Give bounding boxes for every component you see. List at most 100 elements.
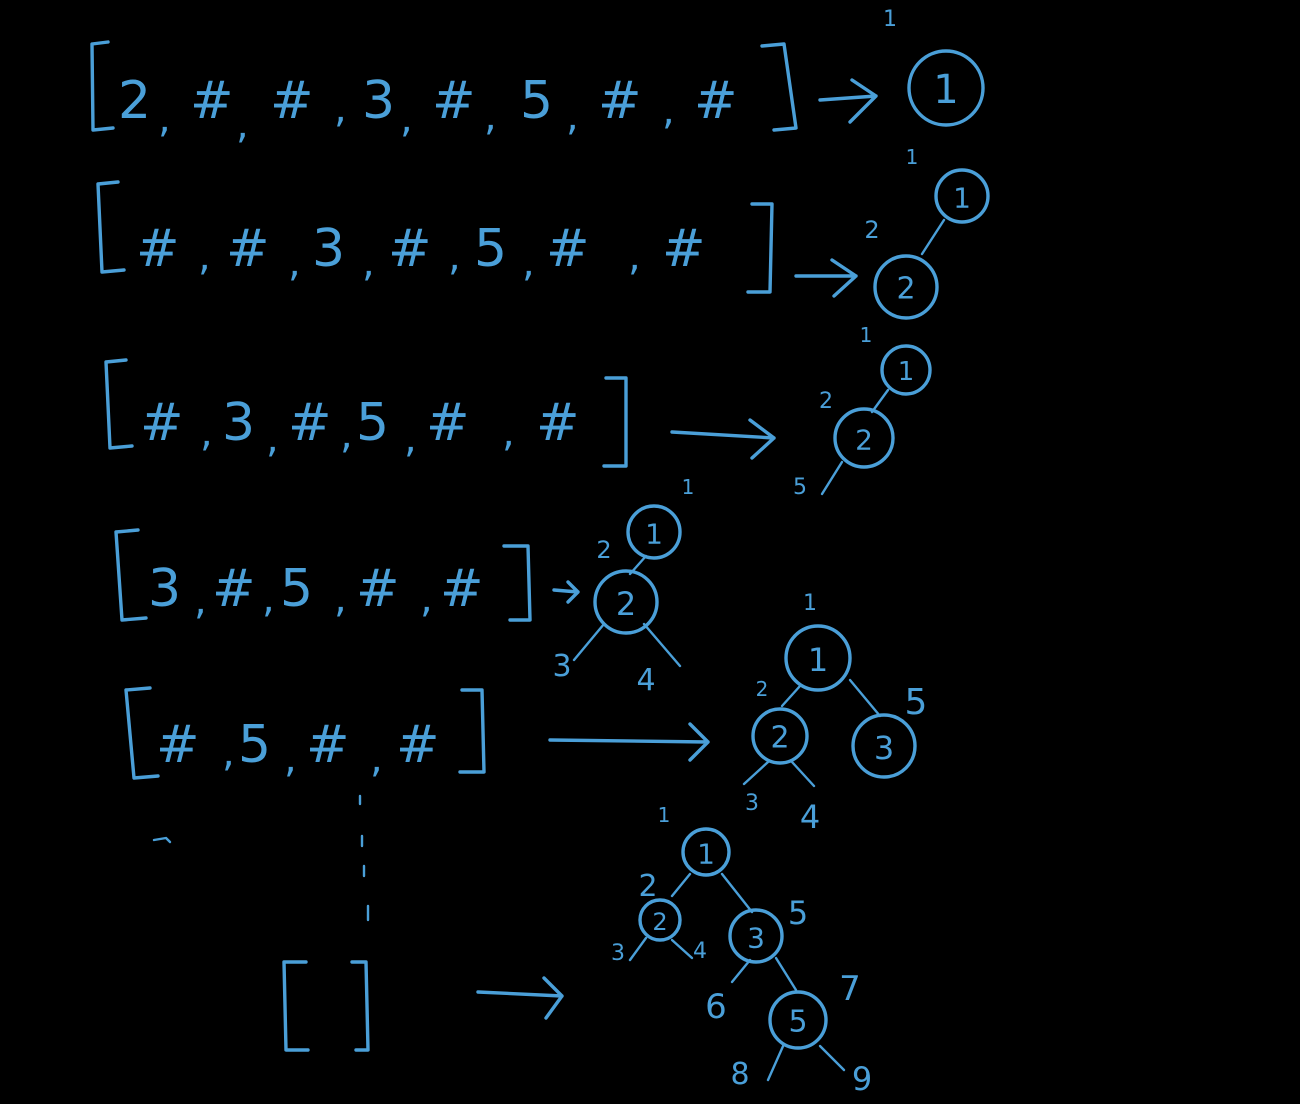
svg-text:5: 5 (788, 1005, 807, 1040)
step-2: # , # , 3 , # , 5 , # , # 1 2 1 2 (96, 145, 990, 320)
list-item: 5 (520, 71, 553, 131)
pending-label: 3 (745, 791, 759, 816)
list-item: 5 (474, 219, 507, 279)
list-comma: , (222, 730, 235, 776)
list-comma: , (502, 410, 515, 456)
list-comma: , (420, 576, 433, 622)
tree-node: 2 (873, 254, 939, 320)
list-item: # (598, 71, 642, 131)
left-bracket (96, 180, 126, 274)
svg-text:1: 1 (933, 67, 958, 113)
node-label: 2 (819, 389, 833, 414)
tree-node: 1 (626, 504, 682, 560)
tree-edge (628, 936, 648, 962)
list-item: # (288, 393, 332, 453)
step-3: # , 3 , # , 5 , # , # 1 2 1 2 5 (104, 323, 932, 500)
tree-node: 2 (593, 569, 659, 635)
svg-text:2: 2 (896, 272, 915, 307)
list-comma: , (198, 234, 211, 280)
step-5: # , 5 , # , # 1 2 3 1 2 (124, 591, 927, 836)
list-comma: , (288, 240, 301, 286)
arrow (552, 580, 580, 604)
list-item: # (226, 219, 270, 279)
tree-node: 1 (681, 827, 731, 877)
pending-label: 6 (705, 987, 727, 1027)
arrow (670, 418, 776, 460)
tree-edge (848, 678, 882, 718)
list-comma: , (334, 86, 347, 132)
node-label: 2 (756, 677, 769, 701)
node-label: 1 (906, 145, 919, 169)
list-comma: , (448, 234, 461, 280)
tree-edge (720, 872, 754, 914)
list-item: 5 (238, 715, 271, 775)
tree-edge (670, 872, 692, 898)
pending-label: 9 (852, 1060, 872, 1098)
svg-text:2: 2 (770, 721, 789, 756)
svg-text:2: 2 (616, 585, 636, 623)
tree: 1 1 (883, 7, 985, 127)
svg-text:1: 1 (953, 182, 971, 215)
list-item: 5 (280, 559, 313, 619)
list-item: 3 (312, 219, 345, 279)
list-comma: , (362, 240, 375, 286)
list-item: # (388, 219, 432, 279)
list-item: # (156, 715, 200, 775)
list-item: 3 (148, 559, 181, 619)
node-label: 1 (658, 803, 671, 827)
list-item: 3 (362, 71, 395, 131)
node-label: 1 (803, 591, 817, 616)
node-label: 2 (638, 869, 657, 904)
list-comma: , (484, 94, 497, 140)
tree-edge (670, 938, 694, 960)
tree-edge (572, 622, 606, 662)
pending-label: 8 (730, 1057, 749, 1092)
right-bracket (602, 376, 628, 468)
svg-text:1: 1 (808, 641, 828, 679)
list-comma: , (522, 240, 535, 286)
tree: 1 2 3 1 2 5 3 4 (742, 591, 927, 836)
right-bracket (760, 42, 798, 132)
tree-node: 5 (768, 990, 828, 1050)
pending-label: 4 (800, 798, 820, 836)
list-item: # (396, 715, 440, 775)
left-bracket (90, 40, 115, 132)
list-item: # (662, 219, 706, 279)
list-comma: , (340, 412, 353, 458)
tree-edge (790, 760, 816, 788)
list-comma: , (284, 736, 297, 782)
arrow (476, 976, 564, 1020)
node-label: 2 (596, 536, 611, 564)
tree-edge (642, 622, 682, 668)
list-comma: , (404, 416, 417, 462)
right-bracket (350, 960, 370, 1052)
list-item: 5 (356, 393, 389, 453)
tree-edge (774, 956, 798, 992)
right-bracket (458, 688, 486, 774)
left-bracket (104, 358, 134, 450)
pending-label: 3 (611, 941, 625, 966)
tree-edge (870, 388, 890, 414)
tree-edge (742, 760, 770, 786)
tree-edge (766, 1042, 786, 1082)
list-comma: , (662, 88, 675, 134)
tree-node: 1 (934, 168, 990, 224)
list-item: # (306, 715, 350, 775)
tree: 1 2 1 2 3 4 (552, 475, 694, 698)
svg-text:2: 2 (855, 424, 873, 457)
step-6: 1 2 3 5 1 2 5 7 3 4 6 8 9 (282, 803, 872, 1098)
list-comma: , (200, 410, 213, 456)
continuation-dots (152, 794, 370, 922)
arrow (794, 258, 858, 298)
svg-text:1: 1 (645, 518, 663, 551)
list-item: # (140, 393, 184, 453)
tree-node: 3 (728, 908, 784, 964)
tree-node: 2 (833, 407, 895, 469)
left-bracket (124, 686, 160, 780)
list-item: 3 (222, 393, 255, 453)
list-item: # (212, 559, 256, 619)
tree-edge (780, 684, 802, 708)
node-label: 1 (860, 323, 873, 347)
node-label: 1 (883, 7, 897, 32)
list-item: # (270, 71, 314, 131)
